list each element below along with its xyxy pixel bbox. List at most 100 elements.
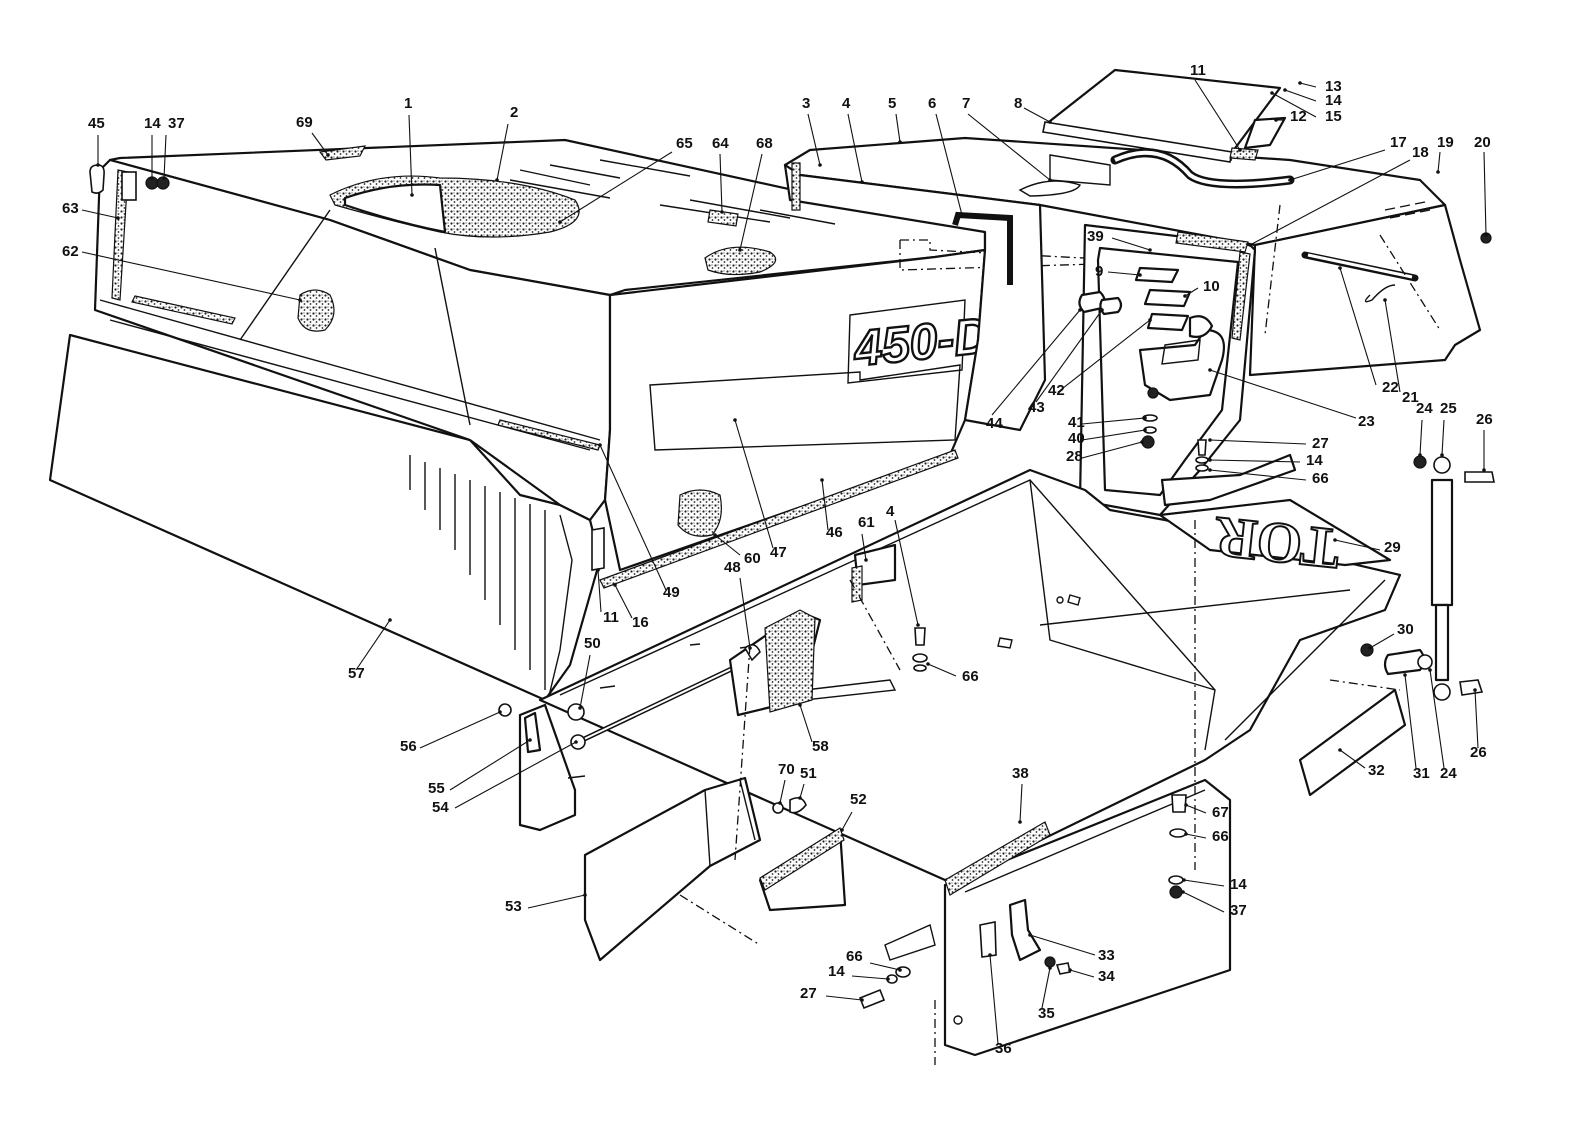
callout-label-c14d: 14 bbox=[1230, 876, 1247, 893]
callout-dot-c14d bbox=[1182, 878, 1186, 882]
callout-leader-c8 bbox=[1023, 107, 1051, 123]
callout-label-c2: 2 bbox=[510, 104, 518, 121]
callout-label-c51: 51 bbox=[800, 765, 817, 782]
callout-dot-c26a bbox=[1482, 468, 1486, 472]
callout-leader-c44 bbox=[991, 309, 1081, 416]
callout-dot-c52 bbox=[840, 828, 844, 832]
callout-label-c52: 52 bbox=[850, 791, 867, 808]
callout-dot-c31 bbox=[1403, 673, 1407, 677]
callout-leader-c11a bbox=[1194, 79, 1241, 151]
spacer-31 bbox=[1383, 648, 1426, 676]
hood-side-decal bbox=[649, 364, 961, 451]
callout-label-c48: 48 bbox=[724, 559, 741, 576]
callout-dot-c32 bbox=[1338, 748, 1342, 752]
hinge-63 bbox=[121, 171, 137, 201]
brand-decal-text: TOR bbox=[1211, 504, 1343, 582]
callout-label-c21: 21 bbox=[1402, 389, 1419, 406]
callout-dot-c11b bbox=[596, 568, 600, 572]
callout-dot-c29 bbox=[1333, 538, 1337, 542]
callout-label-c54: 54 bbox=[432, 799, 449, 816]
right-side-panel-38 bbox=[943, 778, 1232, 1057]
callout-leader-c24a bbox=[1419, 419, 1423, 456]
callout-label-c42: 42 bbox=[1048, 382, 1065, 399]
hood-opening-2 bbox=[704, 246, 777, 276]
callout-label-c29: 29 bbox=[1384, 539, 1401, 556]
callout-leader-c25 bbox=[1441, 419, 1445, 456]
callout-leader-c40 bbox=[1081, 429, 1146, 441]
callout-dot-c11a bbox=[1238, 148, 1242, 152]
callout-label-c24a: 24 bbox=[1416, 400, 1433, 417]
callout-dot-c6 bbox=[960, 213, 964, 217]
callout-label-c16: 16 bbox=[632, 614, 649, 631]
callout-leader-c20 bbox=[1483, 151, 1487, 236]
callout-label-c60: 60 bbox=[744, 550, 761, 567]
callout-leader-c69 bbox=[311, 132, 329, 156]
callout-label-c35: 35 bbox=[1038, 1005, 1055, 1022]
callout-dot-c13 bbox=[1298, 81, 1302, 85]
callout-dot-c66b bbox=[926, 662, 930, 666]
clip-21 bbox=[1364, 284, 1396, 303]
callout-label-c17: 17 bbox=[1390, 134, 1407, 151]
callout-leader-c29 bbox=[1334, 539, 1381, 551]
callout-dot-c12 bbox=[1274, 118, 1278, 122]
callout-label-c66a: 66 bbox=[1312, 470, 1329, 487]
callout-leader-c37b bbox=[1182, 891, 1225, 913]
hood-assembly: 450-D bbox=[48, 138, 1161, 702]
callout-leader-c10 bbox=[1184, 287, 1199, 297]
callout-dot-c70 bbox=[778, 801, 782, 805]
callout-label-c53: 53 bbox=[505, 898, 522, 915]
callout-leader-c15 bbox=[1271, 92, 1317, 118]
callout-label-c62: 62 bbox=[62, 243, 79, 260]
callout-dot-c14a bbox=[150, 176, 154, 180]
callout-label-c1: 1 bbox=[404, 95, 412, 112]
callout-dot-c27a bbox=[1208, 438, 1212, 442]
callout-leader-c37a bbox=[163, 134, 167, 179]
callout-dot-c14e bbox=[886, 977, 890, 981]
callout-label-c14c: 14 bbox=[1306, 452, 1323, 469]
callout-label-c70: 70 bbox=[778, 761, 795, 778]
callout-label-c30: 30 bbox=[1397, 621, 1414, 638]
callout-dot-c45 bbox=[96, 163, 100, 167]
callout-label-c45: 45 bbox=[88, 115, 105, 132]
callout-leader-c70 bbox=[779, 779, 786, 804]
callout-label-c24b: 24 bbox=[1440, 765, 1457, 782]
callout-label-c13: 13 bbox=[1325, 78, 1342, 95]
callout-leader-c42 bbox=[1057, 319, 1151, 393]
callout-dot-c7 bbox=[1048, 178, 1052, 182]
callout-dot-c14c bbox=[1208, 458, 1212, 462]
callout-dot-c20 bbox=[1484, 233, 1488, 237]
callout-dot-c61 bbox=[864, 558, 868, 562]
callout-dot-c65 bbox=[558, 220, 562, 224]
callout-label-c18: 18 bbox=[1412, 144, 1429, 161]
foam-pad-58 bbox=[764, 609, 816, 713]
callout-dot-c28 bbox=[1140, 440, 1144, 444]
callout-leader-c28 bbox=[1081, 441, 1143, 459]
bumper-45 bbox=[89, 164, 105, 194]
callout-label-c40: 40 bbox=[1068, 430, 1085, 447]
hood-latch-64 bbox=[707, 209, 739, 227]
callout-leader-c55 bbox=[449, 739, 531, 791]
callout-leader-c30 bbox=[1369, 633, 1395, 649]
callout-leader-c21 bbox=[1384, 299, 1401, 393]
callout-dot-c10 bbox=[1183, 294, 1187, 298]
callout-leader-c27a bbox=[1209, 439, 1307, 445]
baffle-58 bbox=[728, 609, 822, 717]
callout-dot-c21 bbox=[1383, 298, 1387, 302]
rear-shroud-left bbox=[783, 163, 1047, 432]
callout-leader-c52 bbox=[841, 811, 853, 831]
callout-dot-c42 bbox=[1148, 318, 1152, 322]
callout-dot-c58 bbox=[798, 703, 802, 707]
callout-label-c32: 32 bbox=[1368, 762, 1385, 779]
latch-plate-36 bbox=[979, 921, 997, 958]
callout-leader-c14b bbox=[1284, 89, 1317, 102]
seal-strip-49 bbox=[497, 419, 601, 451]
seal-strip-62 bbox=[297, 289, 335, 332]
callout-label-c66b: 66 bbox=[962, 668, 979, 685]
rear-shroud-right bbox=[1248, 203, 1482, 377]
callout-leader-c35 bbox=[1041, 967, 1051, 1009]
callout-leader-c23 bbox=[1209, 369, 1357, 419]
callout-dot-c35 bbox=[1048, 966, 1052, 970]
callout-leader-c39 bbox=[1111, 237, 1151, 251]
shield-53 bbox=[583, 776, 762, 962]
